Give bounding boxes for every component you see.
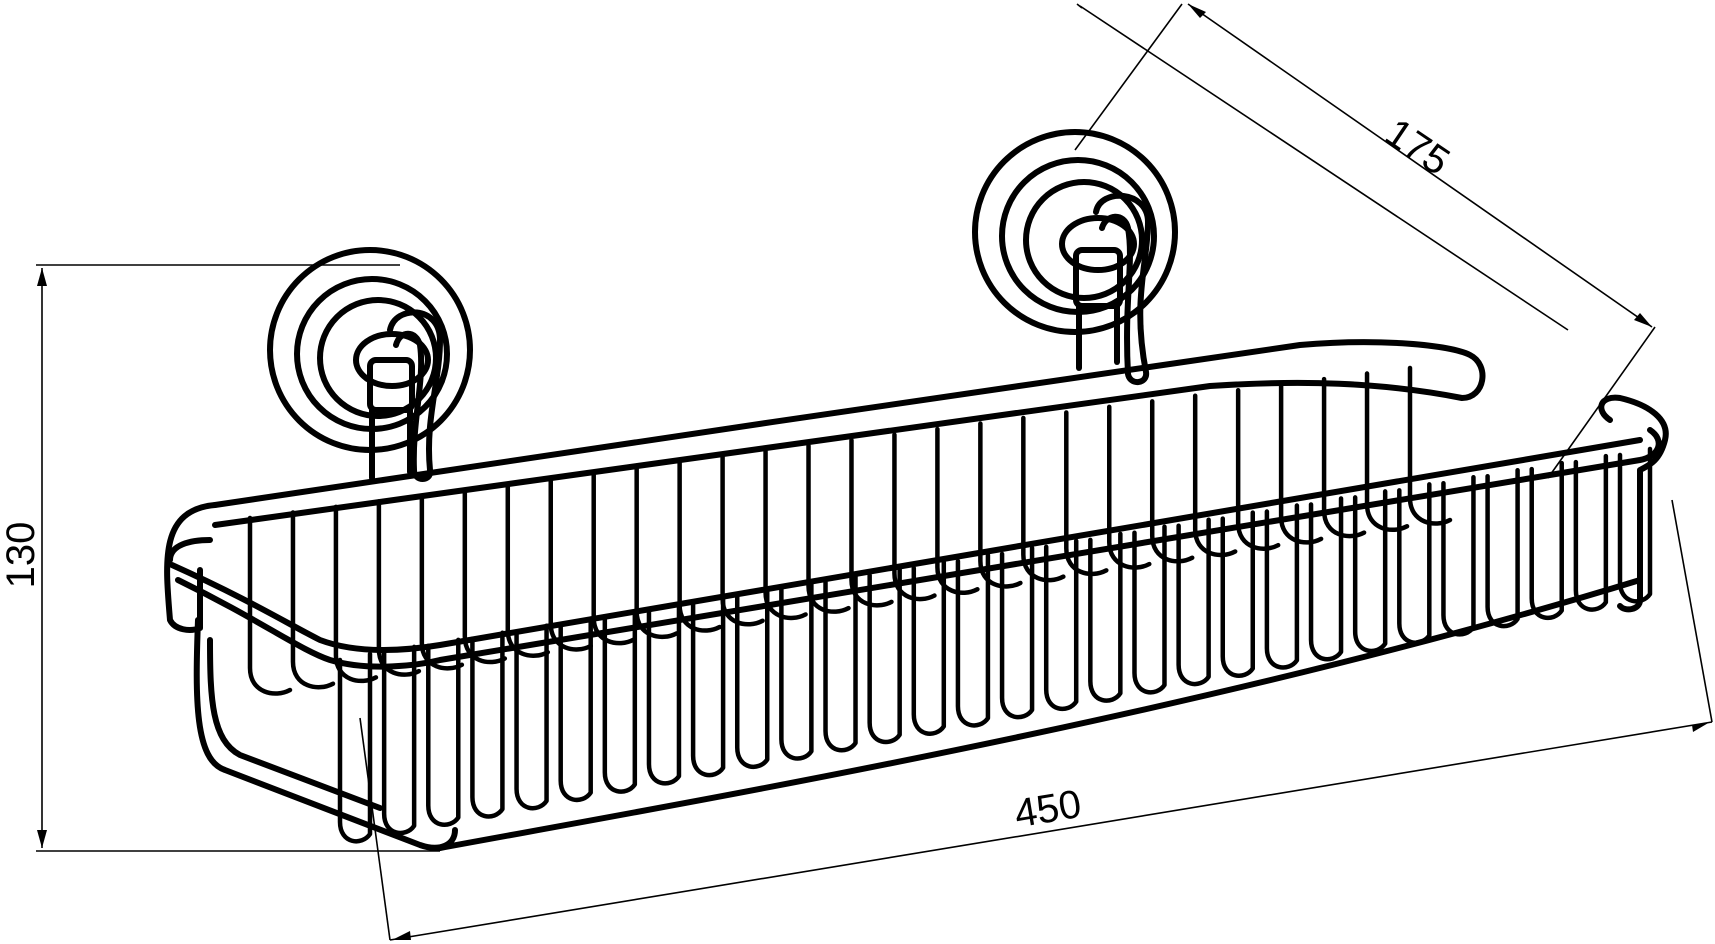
basket-wire-back: [720, 454, 765, 627]
basket-wire-front: [1441, 475, 1476, 637]
basket-wire-back: [1021, 415, 1066, 583]
basket-wire-back: [1235, 387, 1281, 551]
arrow-head: [392, 931, 411, 940]
basket-wire-back: [1364, 371, 1410, 532]
basket-wire-front: [911, 559, 947, 736]
basket-wire-front: [1132, 524, 1167, 695]
mount-hook: [1093, 192, 1151, 385]
bottom-front-rail: [437, 577, 1643, 851]
basket-wire-front: [955, 552, 991, 728]
wall-mount-left: [267, 247, 473, 482]
basket-wire-back: [935, 426, 980, 595]
basket-wire-back: [806, 443, 851, 614]
mount-knob: [1059, 215, 1137, 273]
basket-wire-front: [646, 602, 682, 786]
basket-wire-front: [1176, 517, 1211, 687]
basket-wire-front: [1308, 496, 1344, 662]
basket-wire-back: [978, 421, 1023, 589]
basket-wire-front: [1088, 531, 1123, 703]
dimension-line-depth-main: [1187, 3, 1653, 328]
right-end-loop: [1598, 394, 1669, 613]
dimension-depth-label: 175: [1377, 110, 1457, 184]
basket-wire-front: [514, 623, 549, 811]
basket-wire-front: [1529, 460, 1564, 621]
basket-wire-front: [1264, 503, 1300, 670]
dimension-line-width: [389, 721, 1713, 941]
mount-knob: [353, 331, 431, 389]
basket-wire-front: [690, 595, 726, 778]
basket-wire-front: [426, 637, 461, 827]
wall-mount-right: [972, 129, 1178, 385]
arrow-head: [1692, 722, 1710, 732]
mount-sleeve: [367, 357, 415, 413]
basket-frame: [164, 339, 1669, 851]
extension-line-width-right: [1671, 499, 1713, 723]
basket-wire-front: [1573, 453, 1609, 612]
mount-hook: [387, 309, 443, 482]
left-end-curve: [167, 537, 213, 563]
basket-wire-front: [779, 581, 814, 761]
dimension-line-depth: [1079, 5, 1569, 331]
basket-wire-front: [1397, 482, 1432, 645]
basket-wire-back: [1278, 382, 1324, 545]
basket-wire-front: [1485, 467, 1520, 629]
mount-sleeve: [1073, 247, 1123, 309]
extension-line: [1076, 3, 1083, 9]
front-top-rail: [175, 427, 1662, 670]
back-top-rail: [212, 339, 1486, 528]
left-bottom-inner: [207, 637, 383, 811]
arrow-head: [37, 268, 47, 286]
basket-wire-front: [470, 630, 505, 819]
basket-wire-front: [337, 651, 373, 844]
basket-wire-front: [1043, 538, 1079, 712]
basket-wire-front: [1352, 489, 1388, 654]
basket-wire-front: [999, 545, 1035, 720]
basket-wire-back: [247, 515, 293, 696]
basket-wire-back: [462, 487, 508, 665]
basket-wire-front: [558, 616, 593, 803]
basket-wire-back: [892, 432, 937, 602]
suction-cup-inner: [1023, 179, 1145, 301]
basket-wire-back: [849, 437, 894, 608]
basket-wire-front: [1220, 510, 1256, 678]
basket-wire-front: [823, 573, 858, 753]
basket-wire-front: [602, 609, 638, 794]
suction-cup-outer: [972, 129, 1178, 335]
basket-wires: [247, 365, 1653, 844]
basket-wire-back: [1321, 376, 1367, 539]
left-end-loop: [164, 502, 218, 633]
front-top-rail-inner: [169, 437, 1643, 653]
basket-wire-back: [290, 510, 336, 690]
basket-wire-back: [505, 482, 551, 658]
dimension-height-label: 130: [0, 522, 43, 589]
extension-line-depth-top: [1074, 3, 1183, 151]
dimension-height: 130: [0, 264, 440, 852]
basket-wire-front: [734, 588, 770, 770]
dimension-width-label: 450: [1011, 782, 1084, 836]
basket-wire-front: [381, 644, 417, 836]
arrow-head: [37, 830, 47, 848]
basket-wire-front: [867, 566, 902, 745]
basket-wire-front: [1617, 446, 1653, 604]
basket-wire-back: [763, 449, 808, 621]
